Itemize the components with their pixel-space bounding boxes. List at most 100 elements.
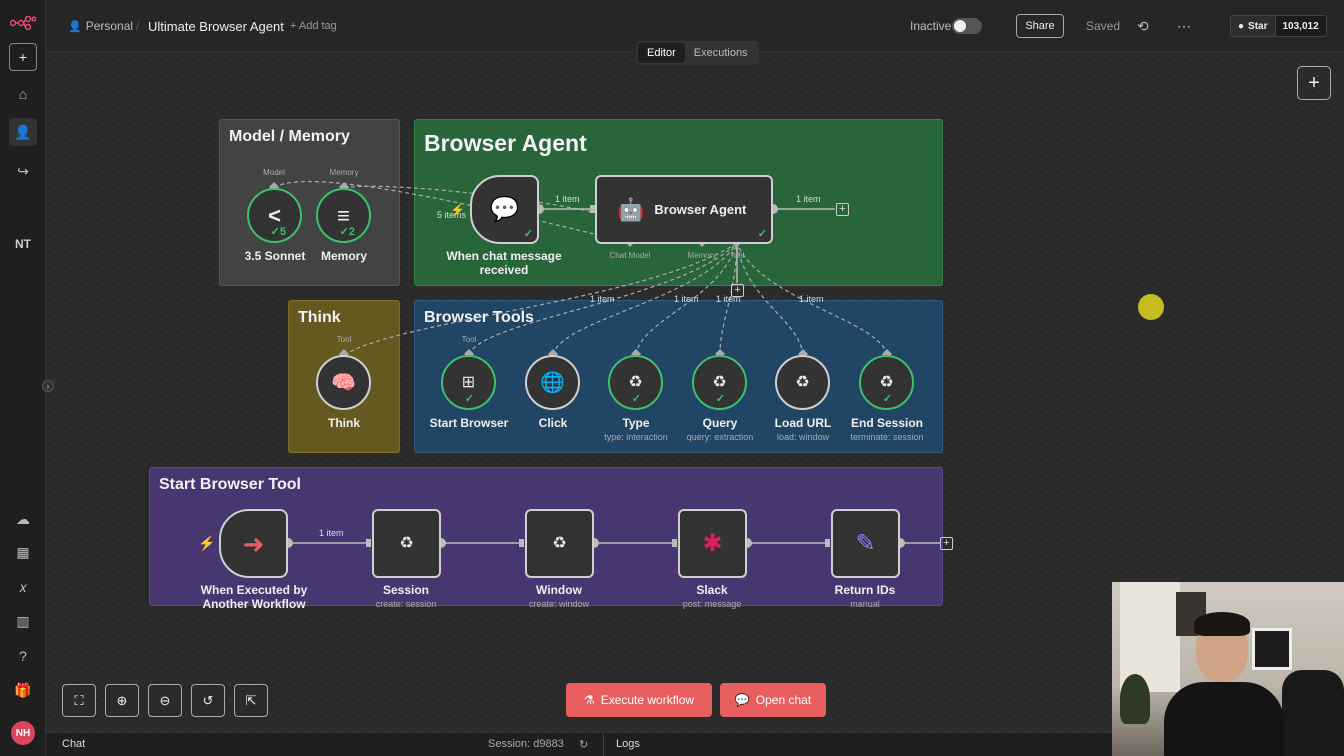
- node-window[interactable]: ♻: [525, 509, 594, 578]
- breadcrumb[interactable]: 👤 Personal: [68, 0, 133, 52]
- canvas-controls: ⛶ ⊕ ⊖ ↺ ⇱: [62, 684, 268, 717]
- trigger-bolt-icon: ⚡: [450, 203, 465, 217]
- project-initials[interactable]: NT: [15, 237, 31, 251]
- zoom-out-icon[interactable]: ⊖: [148, 684, 182, 717]
- node-return-ids[interactable]: ✎: [831, 509, 900, 578]
- cursor-highlight: [1138, 294, 1164, 320]
- success-check-icon: ✓: [523, 228, 533, 240]
- node-subtitle: terminate: session: [850, 432, 924, 442]
- refresh-session-icon[interactable]: ↻: [579, 739, 589, 751]
- zoom-in-icon[interactable]: ⊕: [105, 684, 139, 717]
- active-toggle[interactable]: [952, 18, 982, 34]
- node-label: Start Browser: [429, 416, 509, 430]
- badge-count: ✓5: [270, 226, 286, 238]
- more-options-icon[interactable]: ⋯: [1177, 17, 1191, 34]
- port-label-tool: Tool: [729, 251, 745, 260]
- fit-view-icon[interactable]: ⛶: [62, 684, 96, 717]
- gift-icon[interactable]: 🎁: [14, 681, 32, 698]
- success-check-icon: ✓: [464, 393, 474, 405]
- execute-workflow-button[interactable]: ⚗ Execute workflow: [566, 683, 712, 717]
- robot-icon: 🤖: [617, 196, 645, 222]
- tab-editor[interactable]: Editor: [638, 43, 685, 63]
- add-next-node-button[interactable]: +: [836, 203, 849, 216]
- node-browser-agent[interactable]: 🤖 Browser Agent ✓: [595, 175, 773, 244]
- add-tag-link[interactable]: + Add tag: [290, 20, 337, 32]
- node-chat-trigger[interactable]: 💬 ✓: [470, 175, 539, 244]
- create-plus-icon[interactable]: +: [9, 43, 37, 71]
- insights-chart-icon[interactable]: ▥: [16, 612, 30, 629]
- port-label-start-tool: Tool: [461, 335, 477, 344]
- node-subtitle: load: window: [776, 432, 830, 442]
- sitemap-icon: ⊞: [461, 373, 476, 391]
- add-next-node-button[interactable]: +: [940, 537, 953, 550]
- tidy-up-icon[interactable]: ⇱: [234, 684, 268, 717]
- port-label-memory: Memory: [329, 168, 359, 177]
- add-node-button[interactable]: +: [1297, 66, 1331, 100]
- node-start-browser[interactable]: ⊞ ✓: [441, 355, 496, 410]
- node-exec-trigger[interactable]: ➜: [219, 509, 288, 578]
- node-label: Query: [702, 416, 738, 430]
- node-label: 3.5 Sonnet: [244, 249, 306, 263]
- node-query[interactable]: ♻ ✓: [692, 355, 747, 410]
- webcam-overlay: [1112, 582, 1344, 756]
- reset-zoom-icon[interactable]: ↺: [191, 684, 225, 717]
- node-memory[interactable]: ≡ ✓2: [316, 188, 371, 243]
- node-label: Think: [328, 416, 360, 430]
- avatar[interactable]: NH: [11, 721, 35, 745]
- star-count: 103,012: [1274, 16, 1326, 36]
- panel-divider[interactable]: [603, 733, 604, 756]
- templates-icon[interactable]: ▦: [16, 543, 30, 560]
- logs-panel-tab[interactable]: Logs: [616, 738, 640, 750]
- globe-icon: 🌐: [540, 371, 565, 394]
- node-3-5-sonnet[interactable]: < ✓5: [247, 188, 302, 243]
- workflow-title[interactable]: Ultimate Browser Agent: [148, 18, 284, 34]
- port-label-model: Model: [263, 168, 285, 177]
- variables-icon[interactable]: 𝑥: [19, 578, 27, 595]
- tab-executions[interactable]: Executions: [693, 47, 748, 59]
- user-icon[interactable]: 👤: [9, 118, 37, 146]
- node-click[interactable]: 🌐: [525, 355, 580, 410]
- node-label: Click: [538, 416, 568, 430]
- chat-bubble-icon: 💬: [734, 693, 750, 707]
- github-icon: ●: [1238, 20, 1245, 32]
- share-arrow-icon[interactable]: ↪: [17, 162, 29, 179]
- node-subtitle: query: extraction: [686, 432, 754, 442]
- session-id: Session: d9883: [488, 738, 564, 750]
- success-check-icon: ✓: [757, 228, 767, 240]
- recycle-icon: ♻: [712, 373, 727, 391]
- conn-label: 1 item: [796, 194, 821, 204]
- share-button[interactable]: Share: [1016, 14, 1064, 38]
- port-label-think-tool: Tool: [336, 335, 352, 344]
- node-slack[interactable]: ✱: [678, 509, 747, 578]
- help-icon[interactable]: ?: [19, 648, 27, 664]
- node-label: When chat message received: [446, 249, 562, 277]
- n8n-logo-icon[interactable]: [9, 9, 37, 37]
- sign-out-icon: ➜: [242, 528, 265, 559]
- node-label: Load URL: [774, 416, 832, 430]
- chat-panel-tab[interactable]: Chat: [62, 738, 86, 750]
- history-icon[interactable]: ⟲: [1137, 17, 1149, 34]
- node-end-session[interactable]: ♻ ✓: [859, 355, 914, 410]
- success-check-icon: ✓: [882, 393, 892, 405]
- node-label: End Session: [850, 416, 924, 430]
- node-subtitle: create: session: [375, 599, 437, 609]
- badge-count: ✓2: [339, 226, 355, 238]
- github-star-button[interactable]: ●Star 103,012: [1230, 15, 1327, 37]
- sidebar-expand-chevron-icon[interactable]: ›: [42, 380, 54, 392]
- node-label: Memory: [320, 249, 367, 263]
- node-label: Session: [382, 583, 430, 597]
- cloud-icon[interactable]: ☁: [16, 510, 30, 527]
- home-icon[interactable]: ⌂: [18, 86, 28, 102]
- port-label-agent-memory: Memory: [687, 251, 717, 260]
- open-chat-button[interactable]: 💬 Open chat: [720, 683, 826, 717]
- node-session[interactable]: ♻: [372, 509, 441, 578]
- node-think[interactable]: 🧠: [316, 355, 371, 410]
- node-load-url[interactable]: ♻: [775, 355, 830, 410]
- node-label: Slack: [696, 583, 728, 597]
- add-tool-button[interactable]: +: [731, 284, 744, 297]
- node-type[interactable]: ♻ ✓: [608, 355, 663, 410]
- slack-icon: ✱: [702, 529, 723, 557]
- webcam-person-hair: [1194, 612, 1250, 636]
- node-subtitle: type: interaction: [604, 432, 668, 442]
- conn-label-five-items: 5 items: [437, 210, 467, 220]
